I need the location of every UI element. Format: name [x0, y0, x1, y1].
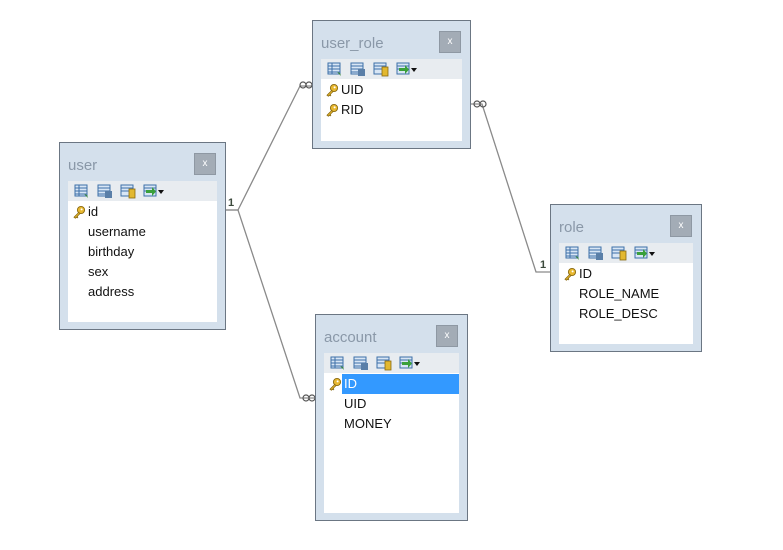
close-button[interactable]: x [439, 31, 461, 53]
column-row[interactable]: UID [321, 80, 462, 100]
table-body: ID ROLE_NAME ROLE_DESC [559, 243, 693, 344]
column-row[interactable]: sex [68, 262, 217, 282]
table-user[interactable]: user x id username birthday sex address [59, 142, 226, 330]
relationship-user-account[interactable] [226, 209, 315, 399]
table-toolbar [321, 59, 462, 79]
cardinality-many-icon [299, 81, 313, 89]
columns-view-icon[interactable] [353, 356, 369, 371]
table-title: user_role [321, 35, 384, 52]
column-name: ID [342, 374, 459, 394]
column-name: address [88, 284, 135, 299]
add-table-icon[interactable] [396, 62, 418, 77]
column-name: ROLE_NAME [579, 286, 660, 301]
column-name: RID [341, 102, 364, 117]
table-view-icon[interactable] [565, 246, 581, 261]
table-body: id username birthday sex address [68, 181, 217, 322]
column-list: id username birthday sex address [68, 201, 217, 302]
cardinality-one-label: 1 [540, 259, 547, 271]
columns-view-icon[interactable] [97, 184, 113, 199]
column-row[interactable]: username [68, 222, 217, 242]
relationship-role-user-role[interactable] [470, 103, 550, 273]
table-title: user [68, 157, 98, 174]
add-table-icon[interactable] [634, 246, 656, 261]
table-body: UID RID [321, 59, 462, 141]
column-row[interactable]: RID [321, 100, 462, 120]
column-list: ID ROLE_NAME ROLE_DESC [559, 263, 693, 324]
close-button[interactable]: x [670, 215, 692, 237]
columns-view-icon[interactable] [350, 62, 366, 77]
column-row[interactable]: birthday [68, 242, 217, 262]
column-row[interactable]: ID [324, 374, 459, 394]
column-name: username [88, 224, 146, 239]
column-name: sex [88, 264, 109, 279]
column-row[interactable]: address [68, 282, 217, 302]
table-view-icon[interactable] [327, 62, 343, 77]
column-name: id [88, 204, 99, 219]
table-toolbar [68, 181, 217, 201]
add-table-icon[interactable] [399, 356, 421, 371]
add-table-icon[interactable] [143, 184, 165, 199]
column-name: ROLE_DESC [579, 306, 658, 321]
column-name: MONEY [344, 416, 392, 431]
close-button[interactable]: x [194, 153, 216, 175]
column-name: birthday [88, 244, 135, 259]
table-title: role [559, 219, 585, 236]
column-row[interactable]: ID [559, 264, 693, 284]
table-toolbar [324, 353, 459, 373]
column-name: ID [579, 266, 592, 281]
table-view-icon[interactable] [330, 356, 346, 371]
column-list: UID RID [321, 79, 462, 120]
column-name: UID [344, 396, 367, 411]
column-name: UID [341, 82, 364, 97]
columns-view-icon[interactable] [588, 246, 604, 261]
cardinality-one-label: 1 [228, 197, 235, 209]
column-row[interactable]: MONEY [324, 414, 459, 434]
table-toolbar [559, 243, 693, 263]
table-body: ID UID MONEY [324, 353, 459, 513]
column-row[interactable]: ROLE_DESC [559, 304, 693, 324]
cardinality-many-icon [473, 100, 487, 108]
keys-view-icon[interactable] [611, 246, 627, 261]
column-row[interactable]: UID [324, 394, 459, 414]
column-row[interactable]: ROLE_NAME [559, 284, 693, 304]
table-title: account [324, 329, 377, 346]
close-button[interactable]: x [436, 325, 458, 347]
relationship-user-user-role[interactable] [226, 85, 312, 211]
table-view-icon[interactable] [74, 184, 90, 199]
cardinality-many-icon [302, 394, 316, 402]
keys-view-icon[interactable] [376, 356, 392, 371]
column-row[interactable]: id [68, 202, 217, 222]
column-list: ID UID MONEY [324, 373, 459, 434]
keys-view-icon[interactable] [120, 184, 136, 199]
keys-view-icon[interactable] [373, 62, 389, 77]
